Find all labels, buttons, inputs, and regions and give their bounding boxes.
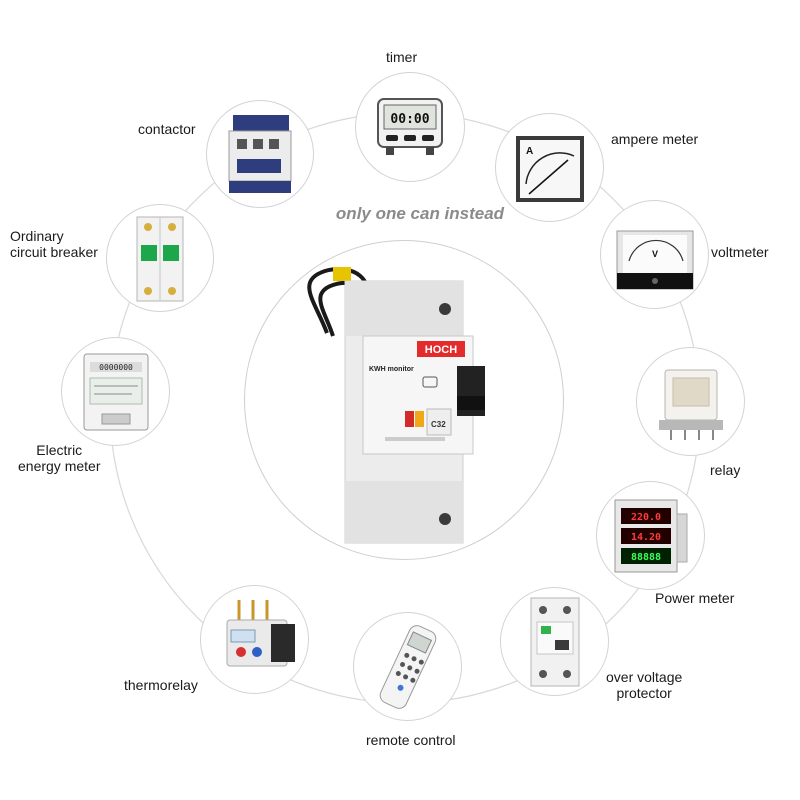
power-reading-3: 88888 — [631, 552, 661, 563]
electric-energy-meter-label: Electric energy meter — [18, 442, 100, 474]
thermorelay-circle — [200, 585, 309, 694]
contactor-circle — [206, 100, 314, 208]
ovp-label-line2: protector — [616, 685, 672, 701]
ampere-meter-image: A — [516, 136, 584, 202]
electric-energy-meter-circle: 0000000 — [61, 337, 170, 446]
voltmeter-unit: V — [652, 249, 658, 259]
over-voltage-protector-label: over voltage protector — [606, 669, 682, 701]
ovp-label-line1: over voltage — [606, 669, 683, 685]
power-meter-label: Power meter — [655, 590, 735, 606]
contactor-label: contactor — [138, 121, 196, 137]
breaker-label-line2: circuit breaker — [10, 244, 98, 260]
ordinary-circuit-breaker-circle — [106, 204, 214, 312]
brand-text: HOCH — [425, 344, 457, 356]
ordinary-circuit-breaker-label: Ordinary circuit breaker — [10, 228, 98, 260]
relay-image — [659, 369, 723, 440]
energy-meter-register: 0000000 — [99, 363, 133, 372]
timer-display: 00:00 — [390, 112, 429, 127]
timer-label: timer — [386, 49, 418, 65]
contactor-image — [228, 115, 292, 193]
timer-image: 00:00 — [377, 98, 443, 155]
power-meter-circle: 220.0 14.20 88888 — [596, 481, 705, 590]
ampere-unit: A — [526, 146, 533, 157]
relay-circle — [636, 347, 745, 456]
model-text: KWH monitor — [369, 366, 414, 373]
energy-meter-label-line2: energy meter — [18, 458, 101, 474]
voltmeter-circle: V — [600, 200, 709, 309]
over-voltage-protector-image — [530, 597, 580, 687]
electric-energy-meter-image: 0000000 — [83, 353, 149, 431]
rating-text: C32 — [431, 420, 446, 429]
power-reading-1: 220.0 — [631, 512, 661, 523]
center-product-circle: HOCH KWH monitor C32 — [244, 240, 564, 560]
center-tagline: only one can instead — [335, 204, 505, 223]
relay-label: relay — [710, 462, 741, 478]
remote-control-circle — [353, 612, 462, 721]
ampere-meter-circle: A — [495, 113, 604, 222]
energy-meter-label-line1: Electric — [36, 442, 83, 458]
voltmeter-image: V — [616, 230, 694, 290]
ampere-meter-label: ampere meter — [611, 131, 699, 147]
timer-circle: 00:00 — [355, 72, 465, 182]
power-meter-image: 220.0 14.20 88888 — [614, 499, 688, 573]
over-voltage-protector-circle — [500, 587, 609, 696]
power-reading-2: 14.20 — [631, 532, 661, 543]
remote-control-image — [379, 625, 437, 709]
voltmeter-label: voltmeter — [711, 244, 769, 260]
thermorelay-label: thermorelay — [124, 677, 198, 693]
smart-breaker-image: HOCH KWH monitor C32 — [307, 267, 485, 544]
breaker-label-line1: Ordinary — [10, 228, 64, 244]
ordinary-circuit-breaker-image — [136, 216, 184, 302]
remote-control-label: remote control — [366, 732, 456, 748]
thermorelay-image — [226, 600, 295, 667]
